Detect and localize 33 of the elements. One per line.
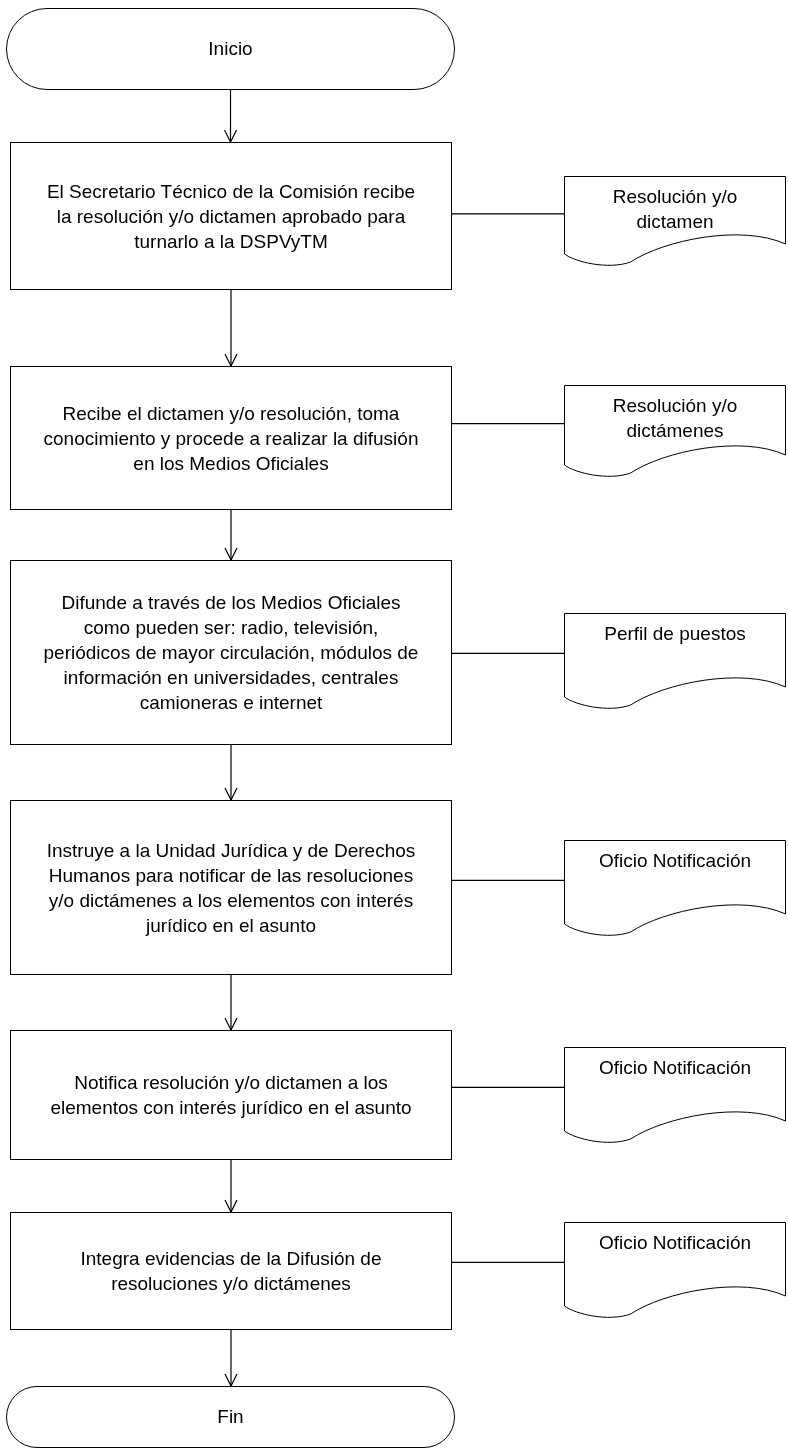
node-text: Notifica resolución y/o dictamen a los elementos con interés jurídico en el asunto [49, 1071, 413, 1120]
document-shape [564, 1047, 786, 1143]
process-box [10, 1030, 452, 1160]
node-text: Oficio Notificación [598, 849, 752, 873]
connector-arrow [224, 744, 238, 801]
document-shape [564, 385, 786, 477]
connector-arrow [224, 1159, 238, 1213]
node-text: Resolución y/o dictámenes [611, 394, 739, 443]
connector-arrow [224, 974, 238, 1031]
document-shape [564, 613, 786, 709]
node-text: Fin [217, 1404, 244, 1429]
node-text: Oficio Notificación [598, 1056, 752, 1080]
process-box [10, 366, 452, 510]
connector-arrow [223, 89, 238, 143]
process-box [10, 142, 452, 290]
node-text: Instruye a la Unidad Jurídica y de Derechos Humanos para notificar de las resoluciones y/o dictámenes a los elementos con interés jurídico en el asunto [45, 838, 417, 938]
node-text: Recibe el dictamen y/o resolución, toma conocimiento y procede a realizar la difusión en los Medios Oficiales [42, 401, 420, 476]
document-shape [564, 840, 786, 936]
node-text: Resolución y/o dictamen [611, 185, 739, 234]
node-text: Difunde a través de los Medios Oficiales como pueden ser: radio, televisión, periódicos de mayor circulación, módulos de información en universidades, centrales camioneras e internet [42, 591, 420, 715]
node-text: Perfil de puestos [604, 622, 746, 646]
document-shape [564, 176, 786, 266]
node-text: Inicio [208, 36, 253, 61]
connector-arrow [224, 289, 238, 367]
document-shape [564, 1222, 786, 1318]
process-box [10, 560, 452, 745]
node-text: Integra evidencias de la Difusión de resoluciones y/o dictámenes [79, 1247, 383, 1296]
process-box [10, 1212, 452, 1330]
node-text: El Secretario Técnico de la Comisión recibe la resolución y/o dictamen aprobado para turnarlo a la DSPVyTM [45, 179, 417, 254]
connector-arrow [224, 1329, 238, 1387]
connector-arrow [224, 509, 238, 561]
node-text: Oficio Notificación [598, 1231, 752, 1255]
process-box [10, 800, 452, 975]
